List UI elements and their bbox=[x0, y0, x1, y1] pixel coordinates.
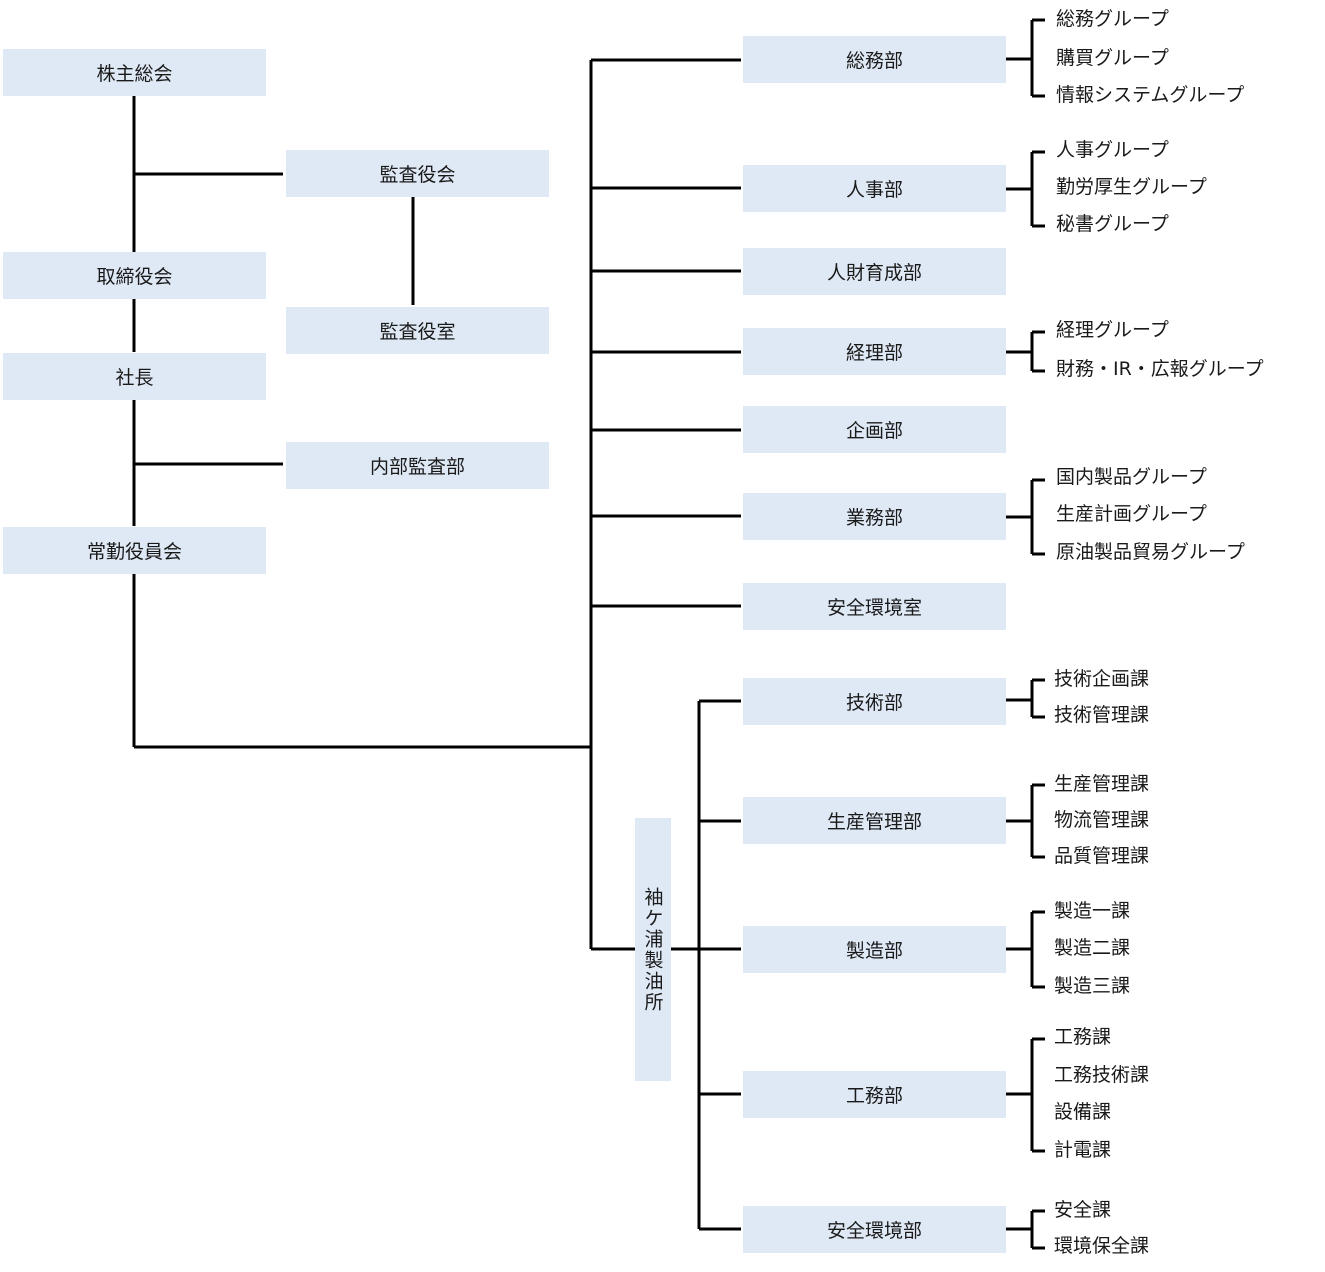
department-box: 企画部 bbox=[743, 406, 1006, 453]
section-label: 設備課 bbox=[1054, 1101, 1112, 1123]
department-box: 経理部 bbox=[743, 328, 1006, 375]
president-box: 社長 bbox=[3, 353, 266, 400]
section-label: 品質管理課 bbox=[1054, 845, 1150, 867]
section-label: 製造二課 bbox=[1054, 937, 1131, 959]
section-label: 技術管理課 bbox=[1054, 704, 1150, 726]
refinery-box: 袖ケ浦製油所 bbox=[635, 818, 671, 1081]
group-label: 人事グループ bbox=[1056, 139, 1169, 161]
refinery-department-box: 工務部 bbox=[743, 1071, 1006, 1118]
refinery-department-box: 製造部 bbox=[743, 926, 1006, 973]
auditors-office-box: 監査役室 bbox=[286, 307, 549, 354]
refinery-department-box: 安全環境部 bbox=[743, 1206, 1006, 1253]
department-box: 総務部 bbox=[743, 36, 1006, 83]
section-label: 計電課 bbox=[1054, 1139, 1112, 1161]
group-label: 生産計画グループ bbox=[1056, 503, 1207, 525]
department-box: 業務部 bbox=[743, 493, 1006, 540]
refinery-department-box: 技術部 bbox=[743, 678, 1006, 725]
department-box: 安全環境室 bbox=[743, 583, 1006, 630]
group-label: 秘書グループ bbox=[1056, 213, 1169, 235]
executive-committee-box: 常勤役員会 bbox=[3, 527, 266, 574]
department-box: 人財育成部 bbox=[743, 248, 1006, 295]
group-label: 総務グループ bbox=[1056, 8, 1169, 30]
group-label: 情報システムグループ bbox=[1056, 84, 1245, 106]
section-label: 環境保全課 bbox=[1054, 1235, 1150, 1257]
group-label: 経理グループ bbox=[1056, 319, 1169, 341]
section-label: 安全課 bbox=[1054, 1199, 1112, 1221]
section-label: 製造三課 bbox=[1054, 975, 1131, 997]
internal-audit-box: 内部監査部 bbox=[286, 442, 549, 489]
group-label: 原油製品貿易グループ bbox=[1056, 541, 1245, 563]
group-label: 財務・IR・広報グループ bbox=[1056, 358, 1264, 380]
section-label: 生産管理課 bbox=[1054, 773, 1150, 795]
shareholders-meeting-box: 株主総会 bbox=[3, 49, 266, 96]
board-of-directors-box: 取締役会 bbox=[3, 252, 266, 299]
board-of-auditors-box: 監査役会 bbox=[286, 150, 549, 197]
refinery-department-box: 生産管理部 bbox=[743, 797, 1006, 844]
section-label: 工務課 bbox=[1054, 1026, 1112, 1048]
group-label: 勤労厚生グループ bbox=[1056, 176, 1207, 198]
section-label: 技術企画課 bbox=[1054, 668, 1150, 690]
group-label: 国内製品グループ bbox=[1056, 466, 1207, 488]
section-label: 製造一課 bbox=[1054, 900, 1131, 922]
group-label: 購買グループ bbox=[1056, 47, 1169, 69]
section-label: 工務技術課 bbox=[1054, 1064, 1150, 1086]
department-box: 人事部 bbox=[743, 165, 1006, 212]
section-label: 物流管理課 bbox=[1054, 809, 1150, 831]
